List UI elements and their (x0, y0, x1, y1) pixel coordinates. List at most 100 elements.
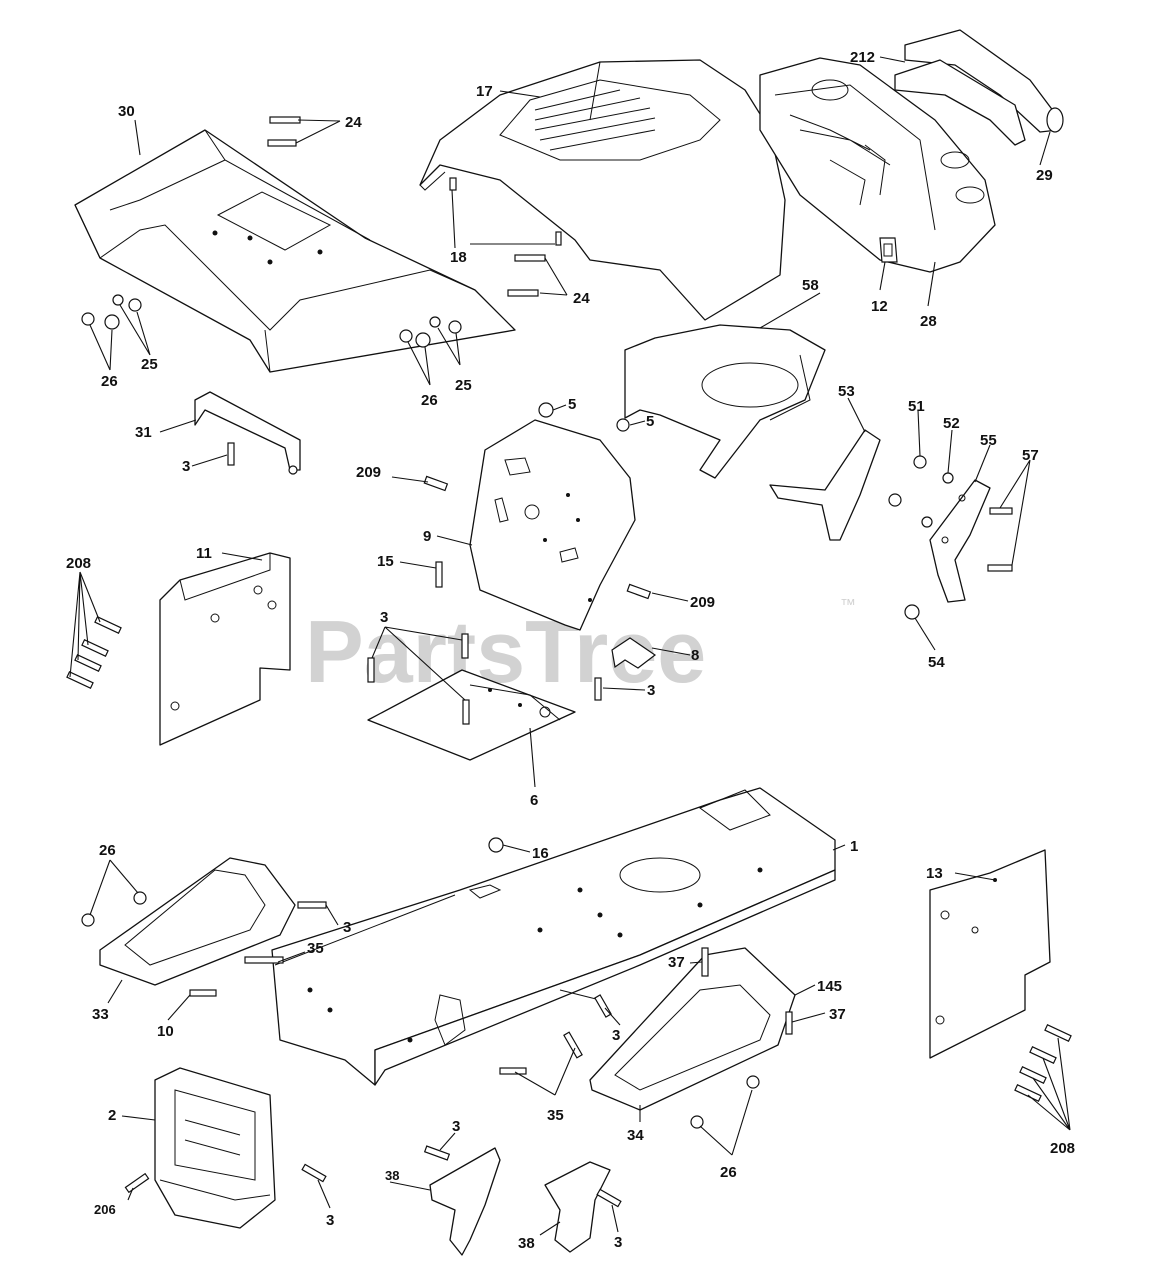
bolt-209-a[interactable] (423, 475, 449, 492)
part-1-frame[interactable] (271, 787, 836, 1086)
callout-28[interactable]: 28 (920, 313, 937, 330)
bolt-3-d[interactable] (297, 901, 327, 909)
part-38-bracket-right[interactable] (544, 1161, 611, 1253)
callout-26-c[interactable]: 26 (99, 842, 116, 859)
callout-3-e[interactable]: 3 (612, 1027, 620, 1044)
part-212-brace[interactable] (894, 29, 1064, 146)
callout-58[interactable]: 58 (802, 277, 819, 294)
callout-55[interactable]: 55 (980, 432, 997, 449)
callout-29[interactable]: 29 (1036, 167, 1053, 184)
callout-145[interactable]: 145 (817, 978, 842, 995)
callout-6[interactable]: 6 (530, 792, 538, 809)
callout-26-b[interactable]: 26 (421, 392, 438, 409)
part-2-bracket[interactable] (154, 1067, 276, 1229)
callout-16[interactable]: 16 (532, 845, 549, 862)
bolt-3-f[interactable] (301, 1163, 327, 1183)
callout-31[interactable]: 31 (135, 424, 152, 441)
callout-53[interactable]: 53 (838, 383, 855, 400)
bolt-15[interactable] (435, 561, 443, 588)
callout-208-a[interactable]: 208 (66, 555, 91, 572)
callout-30[interactable]: 30 (118, 103, 135, 120)
nut-26-b[interactable] (399, 329, 431, 348)
nut-51[interactable] (888, 455, 927, 507)
nut-5-b[interactable] (616, 418, 630, 432)
washer-25-b[interactable] (429, 316, 462, 334)
callout-25-a[interactable]: 25 (141, 356, 158, 373)
bolt-208-b[interactable] (1014, 1023, 1072, 1103)
callout-3-f[interactable]: 3 (326, 1212, 334, 1229)
bolt-3-h[interactable] (596, 1188, 622, 1208)
callout-54[interactable]: 54 (928, 654, 945, 671)
callout-35-b[interactable]: 35 (547, 1107, 564, 1124)
callout-34[interactable]: 34 (627, 1127, 644, 1144)
part-28-grille[interactable] (759, 57, 996, 273)
callout-38-a[interactable]: 38 (385, 1168, 399, 1183)
callout-9[interactable]: 9 (423, 528, 431, 545)
part-30-fender[interactable] (74, 129, 516, 373)
bolt-24-a[interactable] (267, 116, 301, 147)
callout-11[interactable]: 11 (196, 545, 212, 562)
callout-52[interactable]: 52 (943, 415, 960, 432)
washer-25-a[interactable] (112, 294, 142, 312)
bolt-3-e[interactable] (594, 994, 612, 1018)
callout-5-b[interactable]: 5 (646, 413, 654, 430)
callout-25-b[interactable]: 25 (455, 377, 472, 394)
bolt-24-b[interactable] (507, 254, 546, 297)
part-9-dash-panel[interactable] (469, 419, 636, 631)
callout-15[interactable]: 15 (377, 553, 394, 570)
part-33-rail[interactable] (99, 857, 296, 986)
part-58-shroud[interactable] (624, 324, 826, 479)
callout-10[interactable]: 10 (157, 1023, 174, 1040)
callout-8[interactable]: 8 (691, 647, 699, 664)
bolt-37-a[interactable] (701, 947, 709, 977)
bolt-10[interactable] (189, 989, 217, 997)
bolt-57[interactable] (987, 507, 1013, 572)
callout-3-b[interactable]: 3 (380, 609, 388, 626)
nut-5-a[interactable] (538, 402, 554, 418)
callout-37-b[interactable]: 37 (829, 1006, 846, 1023)
callout-2[interactable]: 2 (108, 1107, 116, 1124)
callout-3-d[interactable]: 3 (343, 919, 351, 936)
callout-24-b[interactable]: 24 (573, 290, 590, 307)
bolt-54[interactable] (904, 604, 920, 620)
part-8-clip[interactable] (611, 637, 657, 669)
bolt-35-a[interactable] (244, 956, 284, 964)
bolt-35-b[interactable] (499, 1031, 583, 1075)
callout-212[interactable]: 212 (850, 49, 875, 66)
part-55-bracket[interactable] (929, 479, 991, 603)
callout-18[interactable]: 18 (450, 249, 467, 266)
callout-206[interactable]: 206 (94, 1202, 116, 1217)
bolt-37-b[interactable] (785, 1011, 793, 1035)
callout-26-a[interactable]: 26 (101, 373, 118, 390)
callout-3-g[interactable]: 3 (452, 1118, 460, 1135)
bolt-208-a[interactable] (66, 615, 122, 690)
callout-1[interactable]: 1 (850, 838, 858, 855)
callout-57[interactable]: 57 (1022, 447, 1039, 464)
callout-17[interactable]: 17 (476, 83, 493, 100)
bolt-209-b[interactable] (626, 583, 652, 600)
callout-37-a[interactable]: 37 (668, 954, 685, 971)
part-31-bracket[interactable] (194, 391, 301, 475)
part-53-bracket[interactable] (769, 429, 881, 541)
callout-24-a[interactable]: 24 (345, 114, 362, 131)
callout-35-a[interactable]: 35 (307, 940, 324, 957)
part-38-bracket-left[interactable] (429, 1147, 501, 1256)
callout-33[interactable]: 33 (92, 1006, 109, 1023)
part-11-side-panel[interactable] (159, 552, 291, 746)
bolt-206[interactable] (124, 1172, 150, 1194)
part-6-plate[interactable] (367, 669, 576, 761)
callout-26-d[interactable]: 26 (720, 1164, 737, 1181)
callout-13[interactable]: 13 (926, 865, 943, 882)
part-12-clip[interactable] (879, 237, 898, 263)
part-17-hood[interactable] (419, 59, 786, 321)
callout-38-b[interactable]: 38 (518, 1235, 535, 1252)
callout-208-b[interactable]: 208 (1050, 1140, 1075, 1157)
callout-209-a[interactable]: 209 (356, 464, 381, 481)
callout-3-h[interactable]: 3 (614, 1234, 622, 1251)
part-13-side-panel[interactable] (929, 849, 1051, 1059)
nut-16[interactable] (488, 837, 504, 853)
nut-26-d[interactable] (690, 1075, 760, 1129)
callout-5-a[interactable]: 5 (568, 396, 576, 413)
callout-209-b[interactable]: 209 (690, 594, 715, 611)
bolt-3-a[interactable] (227, 442, 235, 466)
